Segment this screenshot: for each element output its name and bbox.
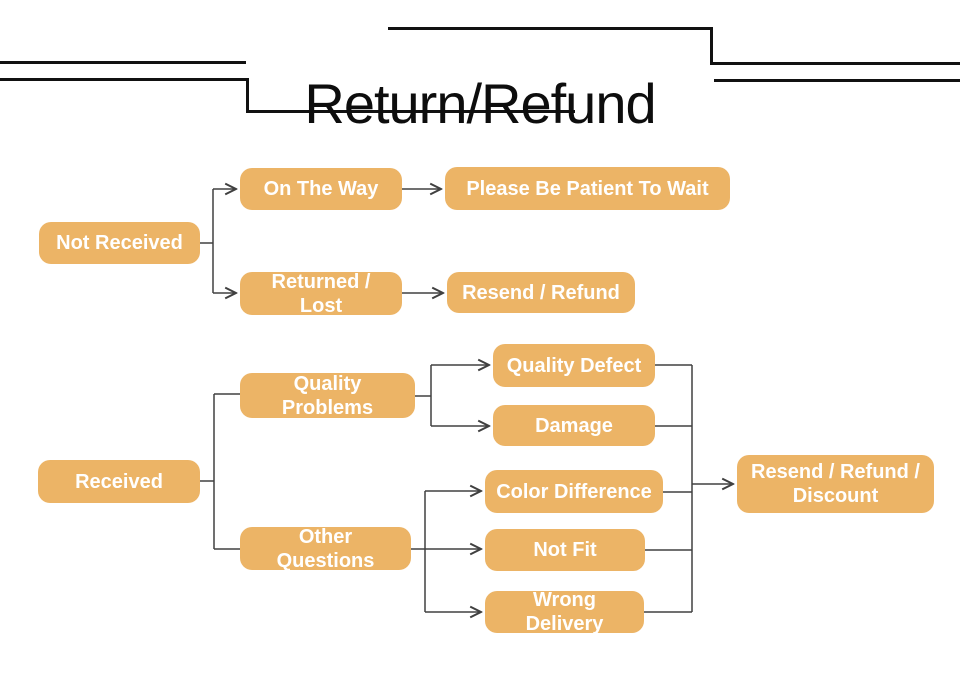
node-returned-lost: Returned / Lost [240,271,402,317]
node-resend-refund: Resend / Refund [447,272,635,313]
node-damage: Damage [493,405,655,446]
page-title: Return/Refund [304,71,656,135]
node-quality-problems: Quality Problems [240,373,415,419]
node-on-the-way: On The Way [240,168,402,210]
node-color-difference: Color Difference [485,470,663,513]
frame-line-top-drop [710,27,713,65]
node-received: Received [38,460,200,503]
frame-line-top [388,27,713,30]
frame-line-left-upper [0,61,246,64]
frame-line-right-lower [714,79,960,82]
node-not-received: Not Received [39,222,200,264]
frame-line-left-lower [0,78,249,81]
node-other-questions: Other Questions [240,526,411,572]
node-resend-refund-discount: Resend / Refund / Discount [737,455,934,513]
frame-line-bottom [246,110,575,113]
node-not-fit: Not Fit [485,529,645,571]
node-quality-defect: Quality Defect [493,344,655,387]
frame-line-right-upper [710,62,960,65]
frame-line-left-drop [246,78,249,113]
node-wrong-delivery: Wrong Delivery [485,589,644,635]
node-please-be-patient: Please Be Patient To Wait [445,167,730,210]
